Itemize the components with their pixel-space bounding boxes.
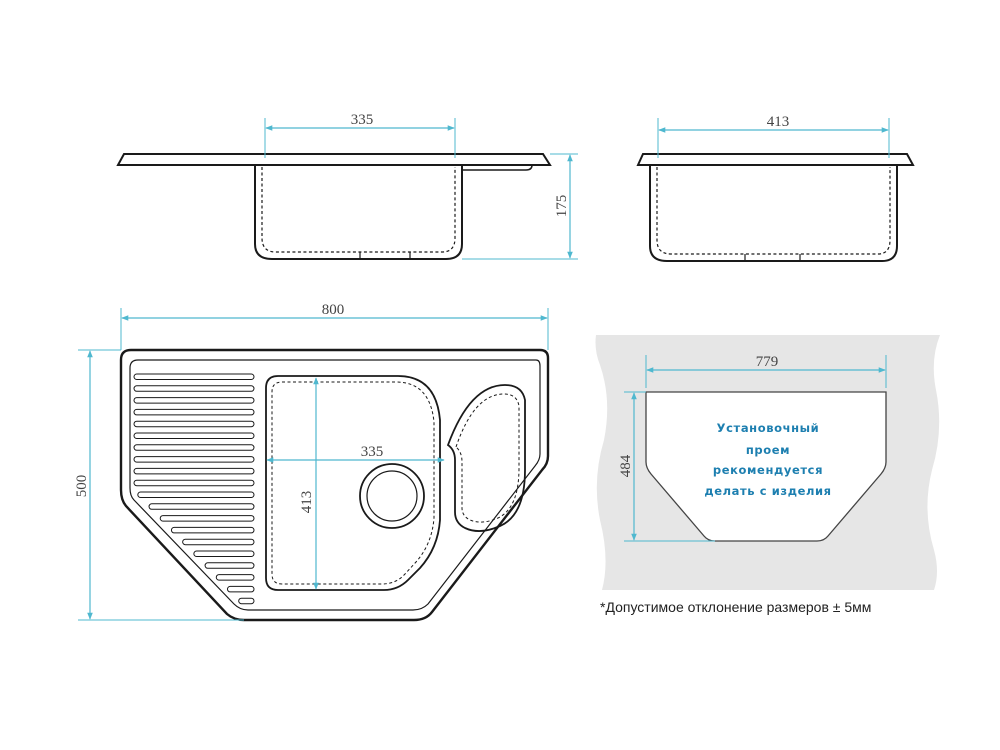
- dimension-label-413-side: 413: [767, 114, 790, 130]
- dimension-label-335-top: 335: [361, 444, 384, 460]
- side-view-right: 413: [636, 114, 915, 262]
- drainboard-rib: [133, 432, 255, 439]
- cutout-text-line-1: Установочный: [717, 421, 820, 435]
- drainboard-rib: [159, 515, 255, 522]
- dimension-800: 800: [120, 302, 549, 350]
- drainboard-rib: [204, 562, 255, 569]
- drainboard-rib: [133, 397, 255, 404]
- cutout-text-line-2: проем: [746, 443, 790, 457]
- small-bowl-outline: [446, 384, 526, 532]
- cutout-text-line-3: рекомендуется: [713, 463, 823, 477]
- dimension-484: 484: [618, 391, 715, 542]
- drainboard-rib: [193, 550, 255, 557]
- dimension-label-413-top: 413: [299, 491, 315, 514]
- drainboard-rib: [133, 479, 255, 487]
- drainboard-rib: [137, 491, 255, 498]
- drainboard-rib: [182, 538, 255, 546]
- dimension-label-500: 500: [74, 475, 90, 498]
- drainboard-rib: [226, 585, 255, 593]
- dimension-413-top: 413: [299, 377, 319, 590]
- dimension-500: 500: [74, 349, 244, 621]
- dimension-label-335-side: 335: [351, 112, 374, 128]
- drainboard-rib: [133, 373, 255, 380]
- cutout-template: 779 484 Установочный проем рекомендуется…: [595, 335, 940, 590]
- dimension-label-484: 484: [618, 454, 634, 477]
- dimension-label-779: 779: [756, 354, 779, 370]
- drainboard-rib: [238, 597, 255, 605]
- top-view: 800 500 335 413: [74, 302, 550, 622]
- dimension-335-side: 335: [264, 112, 456, 158]
- bowl-outline: [265, 375, 441, 591]
- drainboard-rib: [215, 574, 255, 581]
- dimension-label-800: 800: [322, 302, 345, 318]
- cutout-shape: [645, 391, 887, 542]
- drainboard-rib: [133, 444, 255, 451]
- tolerance-note: *Допустимое отклонение размеров ± 5мм: [600, 599, 871, 615]
- drainboard-rib: [133, 385, 255, 392]
- dimension-335-top: 335: [266, 444, 445, 463]
- drainboard-rib: [133, 420, 255, 428]
- dimension-175: 175: [462, 153, 578, 260]
- side-view-left: 335 175: [116, 112, 578, 260]
- drain-hole: [359, 463, 425, 529]
- drainboard-rib: [133, 456, 255, 463]
- dimension-label-175: 175: [554, 195, 570, 218]
- drainboard-rib: [133, 408, 255, 416]
- drainboard-rib: [170, 526, 255, 534]
- drainboard-rib: [133, 467, 255, 475]
- dimension-779: 779: [645, 354, 887, 388]
- drainboard-ribs: [133, 373, 255, 605]
- cutout-text-line-4: делать с изделия: [704, 484, 831, 498]
- dimension-413-side: 413: [657, 114, 890, 158]
- drainboard-rib: [148, 503, 255, 510]
